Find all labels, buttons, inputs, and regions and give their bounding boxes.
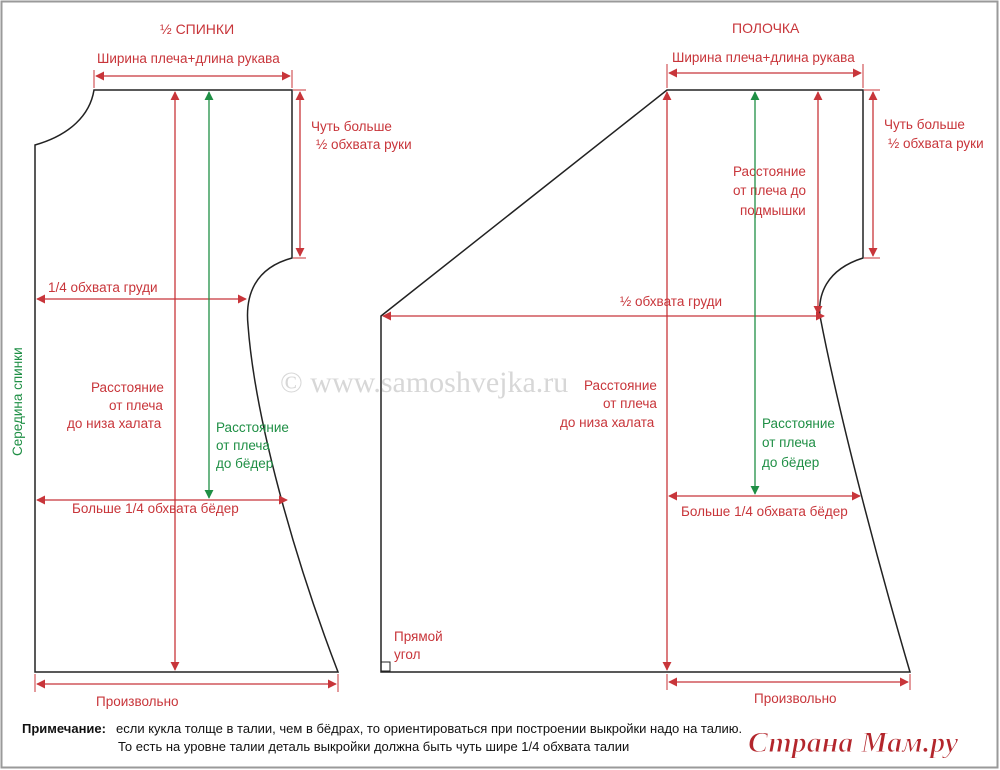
front-hip-distance-label-1: Расстояние bbox=[762, 416, 835, 431]
note-label: Примечание: bbox=[22, 721, 106, 736]
front-arm-label-2: ½ обхвата руки bbox=[888, 136, 984, 151]
back-hip-distance-label-1: Расстояние bbox=[216, 420, 289, 435]
front-arm-label-1: Чуть больше bbox=[884, 117, 965, 132]
front-hip-distance-label-2: от плеча bbox=[762, 435, 816, 450]
back-bottom-label: Произвольно bbox=[96, 694, 179, 709]
back-length-label-3: до низа халата bbox=[67, 416, 162, 431]
back-hip-distance-label-2: от плеча bbox=[216, 438, 270, 453]
right-angle-label-2: угол bbox=[394, 647, 420, 662]
back-arm-label-1: Чуть больше bbox=[311, 119, 392, 134]
watermark: © www.samoshvejka.ru bbox=[280, 366, 568, 399]
back-hip-distance-label-3: до бёдер bbox=[216, 456, 273, 471]
site-logo: Страна Мам.ру bbox=[748, 726, 959, 759]
front-length-label-2: от плеча bbox=[603, 396, 657, 411]
front-length-label-3: до низа халата bbox=[560, 415, 655, 430]
back-chest-label: 1/4 обхвата груди bbox=[48, 280, 158, 295]
front-length-label-1: Расстояние bbox=[584, 378, 657, 393]
back-shoulder-sleeve-label: Ширина плеча+длина рукава bbox=[97, 51, 280, 66]
back-hip-label: Больше 1/4 обхвата бёдер bbox=[72, 501, 239, 516]
back-outline bbox=[34, 89, 340, 673]
front-outline bbox=[380, 89, 912, 673]
right-angle-label-1: Прямой bbox=[394, 629, 443, 644]
front-armpit-label-2: от плеча до bbox=[733, 183, 806, 198]
front-shoulder-sleeve-label: Ширина плеча+длина рукава bbox=[672, 50, 855, 65]
note-line-2: То есть на уровне талии деталь выкройки … bbox=[118, 739, 629, 754]
back-length-label-1: Расстояние bbox=[91, 380, 164, 395]
front-chest-label: ½ обхвата груди bbox=[620, 294, 722, 309]
center-back-label: Середина спинки bbox=[10, 347, 25, 456]
front-hip-distance-label-3: до бёдер bbox=[762, 455, 819, 470]
back-length-label-2: от плеча bbox=[109, 398, 163, 413]
right-angle-marker bbox=[380, 661, 391, 672]
front-hip-label: Больше 1/4 обхвата бёдер bbox=[681, 504, 848, 519]
front-armpit-label-1: Расстояние bbox=[733, 164, 806, 179]
front-bottom-label: Произвольно bbox=[754, 691, 837, 706]
front-armpit-label-3: подмышки bbox=[740, 203, 806, 218]
back-title: ½ СПИНКИ bbox=[160, 21, 234, 37]
front-title: ПОЛОЧКА bbox=[732, 20, 800, 36]
note-line-1: если кукла толще в талии, чем в бёдрах, … bbox=[116, 721, 742, 736]
back-arm-label-2: ½ обхвата руки bbox=[316, 137, 412, 152]
